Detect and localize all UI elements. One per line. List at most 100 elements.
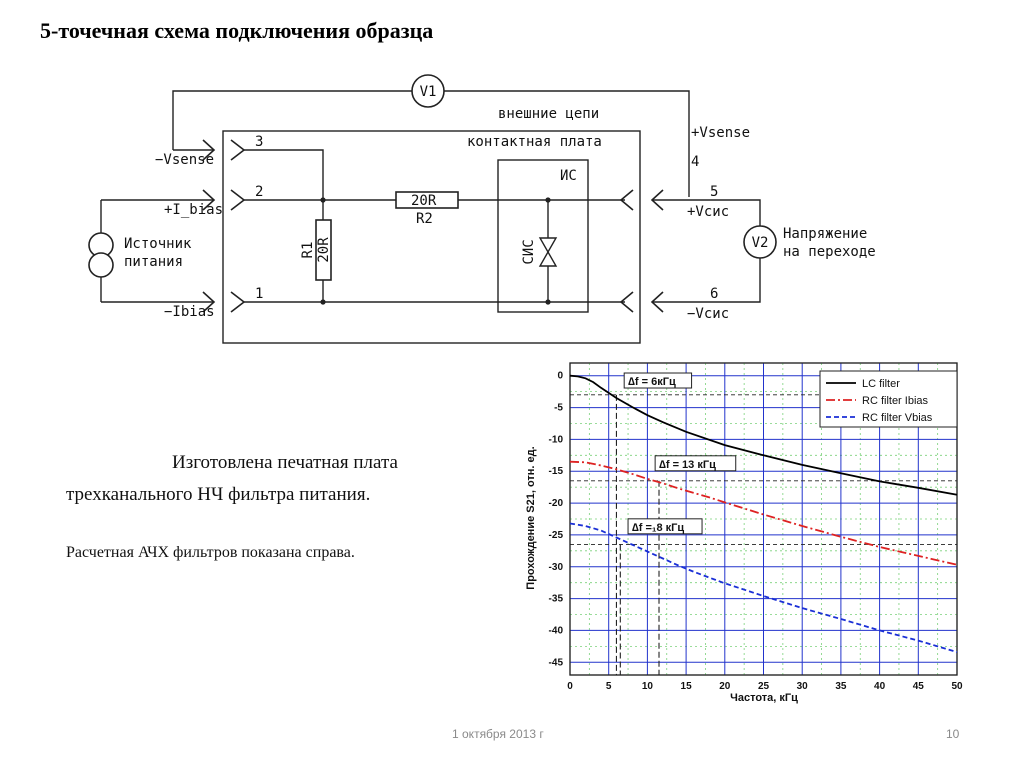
ic-label: ИС — [560, 168, 577, 184]
y-tick-label: -25 — [549, 530, 564, 541]
vsis-plus-arrow — [650, 189, 664, 211]
y-tick-label: -15 — [549, 466, 564, 477]
y-tick-label: -45 — [549, 657, 564, 668]
junction-dot — [320, 299, 326, 305]
series-line — [569, 374, 958, 496]
pin6-number: 6 — [710, 286, 718, 302]
r1-value: 20R — [316, 237, 332, 263]
ibias-plus-arrow — [202, 189, 216, 211]
vsis-plus-wire — [652, 199, 761, 226]
sis-label: СИС — [521, 239, 537, 264]
chart-legend: LC filter RC filter Ibias RC filter Vbias — [819, 370, 958, 428]
junction-dot — [320, 197, 326, 203]
v1-meter — [411, 74, 445, 108]
pin1-number: 1 — [255, 286, 263, 302]
r1-resistor — [315, 219, 332, 281]
series-line — [569, 460, 958, 566]
vsense-arrow — [202, 139, 216, 161]
plus-vsis-label: +Vсис — [687, 204, 729, 220]
series-line — [569, 522, 958, 653]
x-tick-label: 45 — [913, 681, 925, 692]
x-axis-label: Частота, кГц — [730, 692, 798, 704]
x-tick-label: 40 — [874, 681, 886, 692]
contact-board-box — [222, 130, 641, 344]
r2-resistor — [395, 191, 459, 209]
sis-symbol — [538, 237, 558, 267]
minus-vsis-label: −Vсис — [687, 306, 729, 322]
footer-date: 1 октября 2013 г — [452, 727, 544, 741]
description-line1: Изготовлена печатная плата — [172, 452, 398, 473]
frequency-response-chart: 0 5 10 15 20 25 30 35 40 45 50 0 -5 -10 -15 -20 -25 -30 -3… — [525, 362, 963, 704]
legend-label: RC filter Vbias — [862, 412, 933, 424]
vsis-minus-arrow — [650, 291, 664, 313]
y-tick-label: -30 — [549, 562, 564, 573]
current-source-bottom — [88, 252, 114, 278]
v2-meter — [743, 225, 777, 259]
pin5-connector — [619, 189, 634, 211]
plot-frame — [569, 362, 958, 676]
v1-label: V1 — [420, 84, 437, 100]
chart-ticks: 0 5 10 15 20 25 30 35 40 45 50 0 -5 -10 -15 -20 -25 -30 -3… — [549, 371, 963, 692]
y-tick-label: -10 — [549, 434, 564, 445]
source-label-line2: питания — [124, 254, 183, 270]
r1-name: R1 — [300, 242, 316, 259]
y-tick-label: -20 — [549, 498, 564, 509]
pin2-connector — [230, 189, 246, 211]
minus-vsense-label: −Vsense — [155, 152, 214, 168]
vsis-minus-wire — [652, 258, 761, 303]
pin5-number: 5 — [710, 184, 718, 200]
annotation-text: ∆f =₁8 кГц — [632, 522, 684, 534]
junction-dot — [545, 299, 551, 305]
y-tick-label: -35 — [549, 594, 564, 605]
pin2-number: 2 — [255, 184, 263, 200]
pin3-connector — [230, 139, 246, 161]
junction-dot — [545, 197, 551, 203]
x-tick-label: 20 — [719, 681, 731, 692]
junction-voltage-label-line1: Напряжение — [783, 226, 867, 242]
v2-label: V2 — [752, 235, 769, 251]
legend-label: LC filter — [862, 378, 900, 390]
annotation-box — [627, 518, 703, 535]
contact-board-label: контактная плата — [467, 134, 602, 150]
minus-ibias-label: −Ibias — [164, 304, 215, 320]
slide-title: 5-точечная схема подключения образца — [40, 18, 434, 43]
y-axis-label: Прохождение S21, отн. ед. — [525, 446, 537, 589]
annotation-text: ∆f = 13 кГц — [659, 459, 716, 471]
annotation-box — [654, 455, 737, 472]
legend-label: RC filter Ibias — [862, 395, 929, 407]
x-tick-label: 0 — [567, 681, 573, 692]
description-chart-note: Расчетная АЧХ фильтров показана справа. — [66, 544, 355, 561]
plus-ibias-label: +I_bias — [164, 202, 223, 218]
x-tick-label: 50 — [951, 681, 963, 692]
connection-schematic: V1 V2 внешние цепи контактная плата ИС С… — [88, 74, 876, 344]
y-tick-label: 0 — [557, 371, 563, 382]
v1-wire-right — [444, 90, 690, 197]
r2-value: 20R — [411, 193, 437, 209]
pin3-number: 3 — [255, 134, 263, 150]
external-circuits-label: внешние цепи — [498, 106, 599, 122]
ic-box — [497, 159, 589, 313]
y-tick-label: -40 — [549, 625, 564, 636]
y-tick-label: -5 — [554, 403, 563, 414]
x-tick-label: 10 — [642, 681, 654, 692]
x-tick-label: 15 — [681, 681, 693, 692]
x-tick-label: 35 — [835, 681, 847, 692]
pin4-number: 4 — [691, 154, 699, 170]
x-tick-label: 30 — [797, 681, 809, 692]
r2-name: R2 — [416, 211, 433, 227]
junction-voltage-label-line2: на переходе — [783, 244, 876, 260]
ibias-minus-arrow — [202, 291, 216, 313]
x-tick-label: 5 — [606, 681, 612, 692]
pin6-connector — [619, 291, 634, 313]
plus-vsense-label: +Vsense — [691, 125, 750, 141]
v1-wire-left — [172, 90, 412, 150]
description-line2: трехканального НЧ фильтра питания. — [66, 484, 371, 505]
source-label-line1: Источник — [124, 236, 192, 252]
pin3-wire — [244, 149, 324, 220]
pin1-connector — [230, 291, 246, 313]
chart-annotations: ∆f = 6кГц ∆f = 13 кГц ∆f =₁8 кГц — [623, 372, 737, 535]
annotation-text: ∆f = 6кГц — [628, 376, 676, 388]
chart-series — [569, 374, 958, 653]
page-number: 10 — [946, 727, 960, 741]
x-tick-label: 25 — [758, 681, 770, 692]
